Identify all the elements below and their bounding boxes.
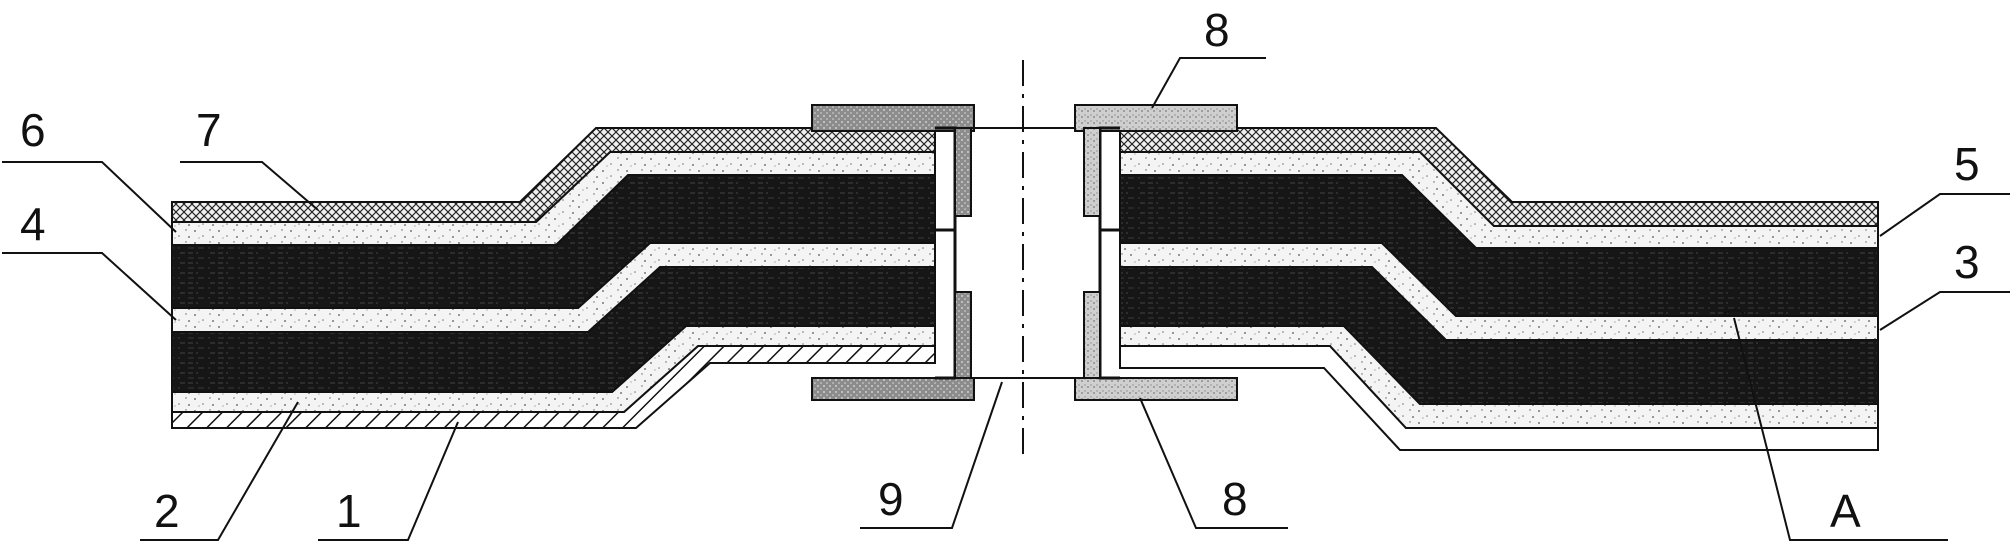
- leader-3: [1879, 291, 2010, 331]
- leader-lines: [2, 57, 2010, 541]
- label-2: 2: [154, 485, 180, 537]
- right-bottom-tab: [1083, 291, 1101, 379]
- right-laminate-stack: [1119, 127, 1879, 451]
- label-4: 4: [20, 198, 46, 250]
- left-connector-pads: [811, 104, 975, 401]
- label-1: 1: [336, 485, 362, 537]
- leader-8-bottom: [1139, 397, 1288, 529]
- leader-1: [318, 421, 459, 541]
- label-8-top: 8: [1204, 4, 1230, 56]
- label-9: 9: [878, 473, 904, 525]
- right-bottom-pad: [1074, 377, 1238, 401]
- label-6: 6: [20, 104, 46, 156]
- leader-A: [1733, 317, 1948, 541]
- leader-2: [140, 401, 299, 541]
- right-connector-pads: [1074, 104, 1238, 401]
- leader-5: [1879, 193, 2010, 237]
- right-top-tab: [1083, 127, 1101, 217]
- leader-6: [2, 161, 177, 233]
- left-bottom-tab: [954, 291, 972, 379]
- left-terminal-bracket: [935, 126, 957, 380]
- label-5: 5: [1954, 138, 1980, 190]
- leader-7: [180, 161, 319, 211]
- left-bottom-pad: [811, 377, 975, 401]
- right-terminal-bracket: [1098, 126, 1120, 380]
- callout-labels: 6 7 4 2 1 9 8 8 5 3 A: [20, 4, 1980, 537]
- label-A: A: [1830, 485, 1861, 537]
- leader-4: [2, 252, 177, 321]
- leader-8-top: [1151, 57, 1266, 109]
- leader-9: [860, 381, 1003, 529]
- label-3: 3: [1954, 236, 1980, 288]
- left-top-tab: [954, 127, 972, 217]
- label-7: 7: [196, 104, 222, 156]
- left-laminate-stack: [171, 127, 936, 429]
- leader-A-mark: [1723, 309, 1745, 315]
- label-8-bottom: 8: [1222, 473, 1248, 525]
